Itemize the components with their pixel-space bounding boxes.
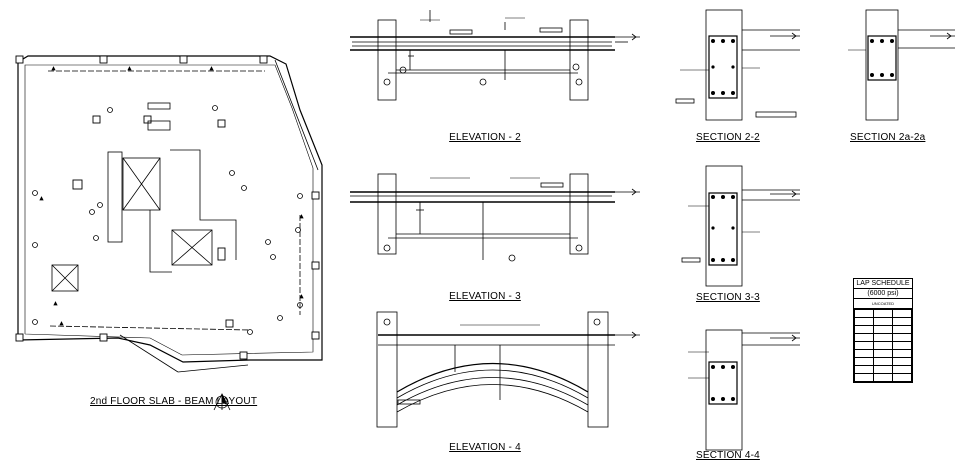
lap-schedule-cell xyxy=(854,325,874,334)
title-section-2-2: SECTION 2-2 xyxy=(696,132,760,143)
elevation-4 xyxy=(376,311,640,428)
elevation-3 xyxy=(350,173,640,262)
lap-schedule-cell xyxy=(892,357,912,366)
lap-schedule-cell xyxy=(892,349,912,358)
lap-schedule-cell xyxy=(854,309,874,318)
lap-schedule-row xyxy=(854,325,912,334)
floor-plan xyxy=(15,55,323,411)
lap-schedule-cell xyxy=(873,309,893,318)
title-section-2a-2a: SECTION 2a-2a xyxy=(850,132,926,143)
lap-schedule-cell xyxy=(873,341,893,350)
lap-schedule-cell xyxy=(892,373,912,382)
lap-schedule-note: UNCOATED xyxy=(854,299,912,309)
lap-schedule-cell xyxy=(873,349,893,358)
lap-schedule-cell xyxy=(854,317,874,326)
title-plan: 2nd FLOOR SLAB - BEAM LAYOUT xyxy=(90,396,258,407)
lap-schedule-cell xyxy=(892,317,912,326)
lap-schedule-row xyxy=(854,317,912,326)
lap-schedule-cell xyxy=(854,341,874,350)
lap-schedule-subtitle: (6000 psi) xyxy=(854,289,912,299)
lap-schedule-cell xyxy=(873,373,893,382)
lap-schedule-row xyxy=(854,349,912,358)
title-elevation-4: ELEVATION - 4 xyxy=(449,442,521,453)
lap-schedule-cell xyxy=(873,325,893,334)
lap-schedule-cell xyxy=(873,365,893,374)
lap-schedule-cell xyxy=(873,333,893,342)
lap-schedule-cell xyxy=(854,373,874,382)
lap-schedule-row xyxy=(854,341,912,350)
lap-schedule-row xyxy=(854,309,912,318)
lap-schedule-cell xyxy=(873,357,893,366)
lap-schedule-cell xyxy=(892,341,912,350)
title-elevation-3: ELEVATION - 3 xyxy=(449,291,521,302)
section-3-3 xyxy=(681,165,800,287)
lap-schedule-grid xyxy=(854,309,912,382)
title-elevation-2: ELEVATION - 2 xyxy=(449,132,521,143)
title-section-3-3: SECTION 3-3 xyxy=(696,292,760,303)
lap-schedule-table: LAP SCHEDULE (6000 psi) UNCOATED xyxy=(853,278,913,383)
lap-schedule-cell xyxy=(892,365,912,374)
lap-schedule-title: LAP SCHEDULE xyxy=(854,279,912,289)
lap-schedule-cell xyxy=(854,333,874,342)
section-2-2 xyxy=(675,9,800,121)
title-section-4-4: SECTION 4-4 xyxy=(696,450,760,461)
lap-schedule-cell xyxy=(873,317,893,326)
section-2a-2a xyxy=(865,9,955,121)
section-4-4 xyxy=(705,329,800,451)
lap-schedule-row xyxy=(854,333,912,342)
lap-schedule-cell xyxy=(854,349,874,358)
lap-schedule-row xyxy=(854,357,912,366)
lap-schedule-cell xyxy=(892,325,912,334)
lap-schedule-cell xyxy=(892,333,912,342)
lap-schedule-cell xyxy=(892,309,912,318)
elevation-2 xyxy=(350,10,640,101)
lap-schedule-row xyxy=(854,373,912,382)
lap-schedule-cell xyxy=(854,365,874,374)
lap-schedule-row xyxy=(854,365,912,374)
lap-schedule-cell xyxy=(854,357,874,366)
